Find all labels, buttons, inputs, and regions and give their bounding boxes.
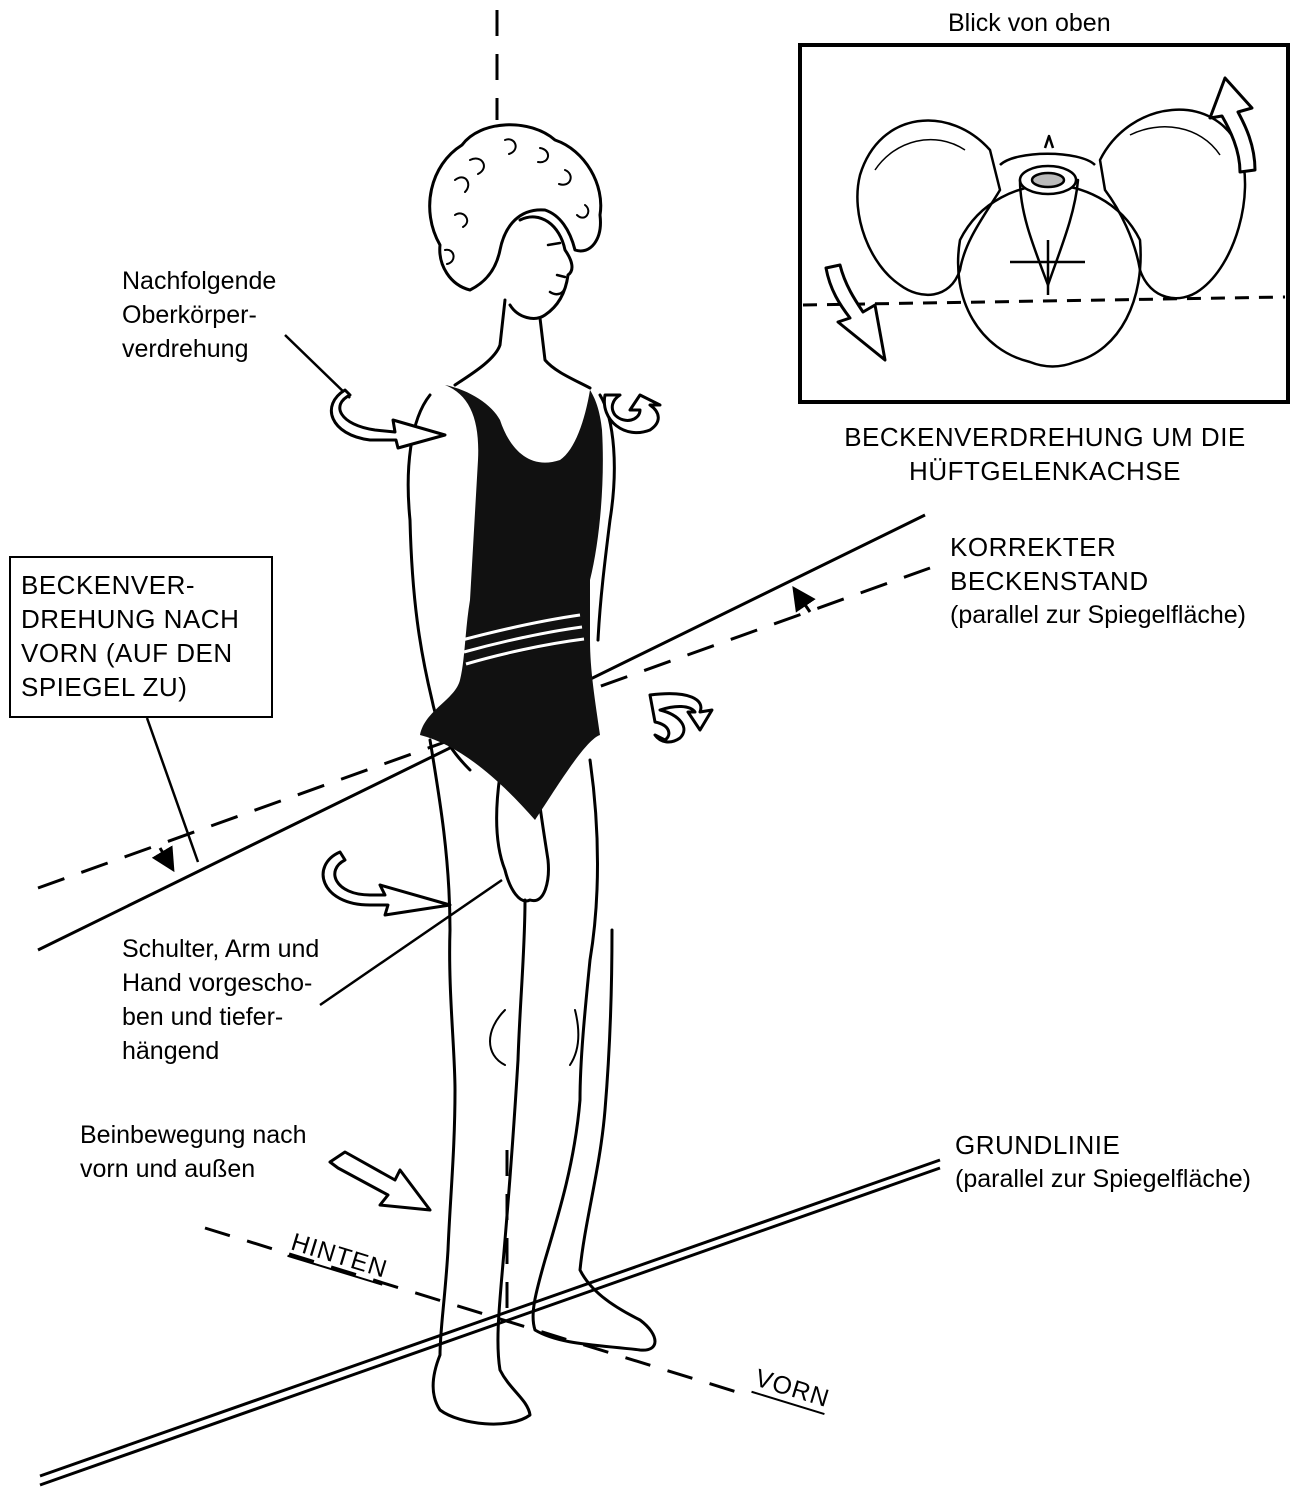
pelvis-forward-line3: VORN (AUF DEN	[21, 636, 239, 670]
torso-twist-line1: Nachfolgende	[122, 264, 276, 298]
correct-pelvis-line1: KORREKTER	[950, 530, 1246, 564]
shoulder-rotation-arrow-right	[604, 395, 660, 433]
correct-pelvis-line2: BECKENSTAND	[950, 564, 1246, 598]
shoulder-arm-label: Schulter, Arm und Hand vorgescho- ben un…	[122, 932, 319, 1068]
angle-arrow-right	[795, 590, 810, 612]
leg-movement-arrow	[330, 1152, 430, 1210]
shoulder-arm-line4: hängend	[122, 1034, 319, 1068]
arm-rotation-arrow	[323, 852, 450, 915]
top-view-title-line1: BECKENVERDREHUNG UM DIE	[815, 420, 1275, 454]
correct-pelvis-label: KORREKTER BECKENSTAND (parallel zur Spie…	[950, 530, 1246, 632]
hip-rotation-arrow	[650, 694, 712, 742]
angle-arrow-left	[160, 848, 172, 868]
baseline-line1: GRUNDLINIE	[955, 1128, 1251, 1162]
right-leg	[533, 760, 655, 1350]
top-view-title-line2: HÜFTGELENKACHSE	[815, 454, 1275, 488]
correct-pelvis-line3: (parallel zur Spiegelfläche)	[950, 598, 1246, 632]
leader-torso	[285, 335, 350, 398]
shoulder-arm-line2: Hand vorgescho-	[122, 966, 319, 1000]
leg-move-line1: Beinbewegung nach	[80, 1118, 307, 1152]
leg-move-line2: vorn und außen	[80, 1152, 307, 1186]
top-view-caption: Blick von oben	[948, 6, 1111, 40]
pelvis-forward-line4: SPIEGEL ZU)	[21, 670, 239, 704]
torso-twist-line3: verdrehung	[122, 332, 276, 366]
shoulder-arm-line3: ben und tiefer-	[122, 1000, 319, 1034]
shoulder-arm-line1: Schulter, Arm und	[122, 932, 319, 966]
torso-twist-label: Nachfolgende Oberkörper- verdrehung	[122, 264, 276, 366]
front-back-axis-line	[205, 1228, 740, 1393]
baseline-label: GRUNDLINIE (parallel zur Spiegelfläche)	[955, 1128, 1251, 1196]
swimsuit	[420, 385, 603, 820]
face	[510, 217, 572, 319]
baseline-line2: (parallel zur Spiegelfläche)	[955, 1162, 1251, 1196]
pelvis-forward-label: BECKENVER- DREHUNG NACH VORN (AUF DEN SP…	[21, 568, 239, 704]
torso-twist-line2: Oberkörper-	[122, 298, 276, 332]
pelvis-forward-line2: DREHUNG NACH	[21, 602, 239, 636]
pelvis-forward-box: BECKENVER- DREHUNG NACH VORN (AUF DEN SP…	[9, 556, 273, 718]
baseline-line	[40, 1160, 940, 1485]
top-view-title: BECKENVERDREHUNG UM DIE HÜFTGELENKACHSE	[815, 420, 1275, 488]
leg-move-label: Beinbewegung nach vorn und außen	[80, 1118, 307, 1186]
pelvis-forward-line1: BECKENVER-	[21, 568, 239, 602]
